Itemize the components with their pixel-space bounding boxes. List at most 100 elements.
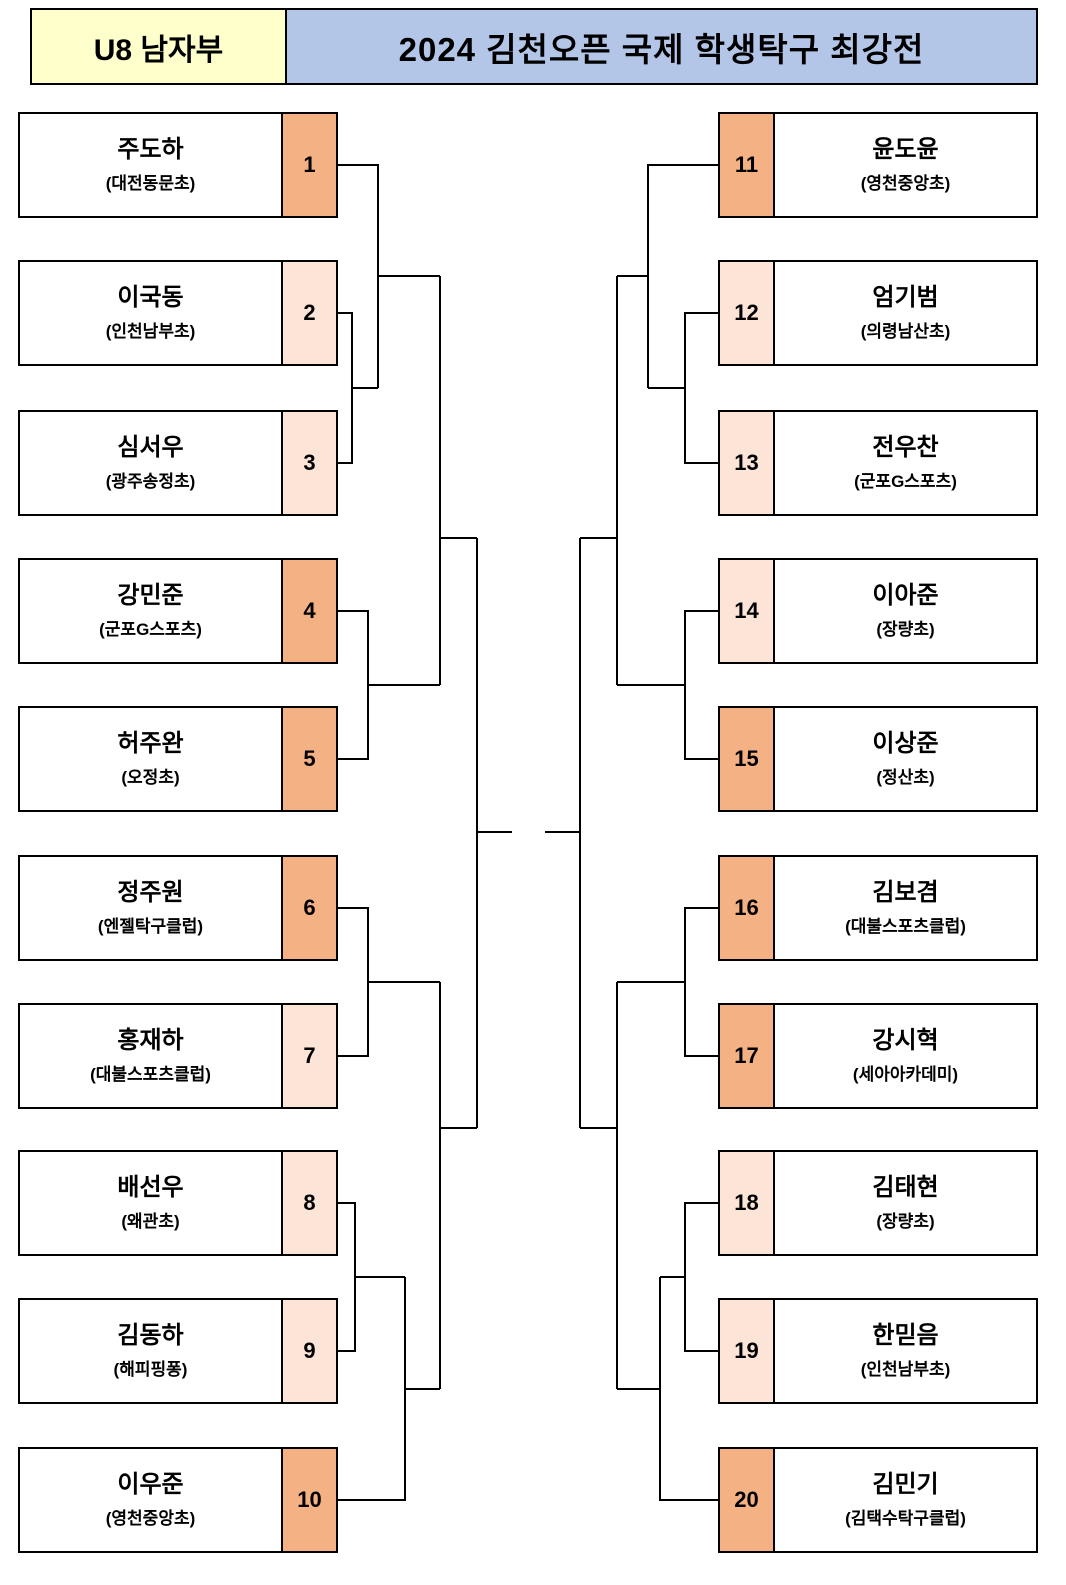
player-name: 정주원 [117, 879, 184, 906]
seed-badge: 14 [720, 560, 775, 662]
seed-badge: 15 [720, 708, 775, 810]
bracket-entry: 11 윤도윤 (영천중앙초) [718, 112, 1038, 218]
player-name: 한믿음 [872, 1322, 939, 1349]
player-school: (인천남부초) [105, 322, 196, 341]
player-school: (의령남산초) [860, 322, 951, 341]
player-cell: 허주완 (오정초) [20, 708, 281, 810]
player-name: 김동하 [117, 1322, 184, 1349]
player-cell: 김동하 (해피핑퐁) [20, 1300, 281, 1402]
bracket-entry: 이우준 (영천중앙초) 10 [18, 1447, 338, 1553]
player-cell: 한믿음 (인천남부초) [775, 1300, 1036, 1402]
player-name: 심서우 [117, 434, 184, 461]
bracket-entry: 정주원 (엔젤탁구클럽) 6 [18, 855, 338, 961]
player-school: (왜관초) [121, 1212, 180, 1231]
player-cell: 이국동 (인천남부초) [20, 262, 281, 364]
bracket-entry: 15 이상준 (정산초) [718, 706, 1038, 812]
player-school: (대불스포츠클럽) [845, 917, 966, 936]
player-cell: 강민준 (군포G스포츠) [20, 560, 281, 662]
player-name: 강시혁 [872, 1027, 939, 1054]
seed-badge: 6 [281, 857, 336, 959]
seed-badge: 19 [720, 1300, 775, 1402]
player-school: (장량초) [876, 1212, 935, 1231]
seed-badge: 3 [281, 412, 336, 514]
bracket-entry: 12 엄기범 (의령남산초) [718, 260, 1038, 366]
bracket-entry: 18 김태현 (장량초) [718, 1150, 1038, 1256]
header-bar: U8 남자부 2024 김천오픈 국제 학생탁구 최강전 [30, 8, 1038, 85]
title-banner: 2024 김천오픈 국제 학생탁구 최강전 [287, 10, 1036, 83]
seed-badge: 4 [281, 560, 336, 662]
seed-badge: 16 [720, 857, 775, 959]
bracket-entry: 허주완 (오정초) 5 [18, 706, 338, 812]
player-name: 배선우 [117, 1174, 184, 1201]
player-name: 윤도윤 [872, 136, 939, 163]
player-name: 허주완 [117, 730, 184, 757]
player-cell: 김보겸 (대불스포츠클럽) [775, 857, 1036, 959]
player-cell: 홍재하 (대불스포츠클럽) [20, 1005, 281, 1107]
bracket-entry: 20 김민기 (김택수탁구클럽) [718, 1447, 1038, 1553]
seed-badge: 2 [281, 262, 336, 364]
player-cell: 김태현 (장량초) [775, 1152, 1036, 1254]
player-cell: 강시혁 (세아아카데미) [775, 1005, 1036, 1107]
bracket-entry: 19 한믿음 (인천남부초) [718, 1298, 1038, 1404]
player-school: (군포G스포츠) [99, 620, 202, 639]
player-cell: 주도하 (대전동문초) [20, 114, 281, 216]
seed-badge: 8 [281, 1152, 336, 1254]
player-cell: 이상준 (정산초) [775, 708, 1036, 810]
player-school: (해피핑퐁) [113, 1360, 188, 1379]
player-school: (오정초) [121, 768, 180, 787]
seed-badge: 11 [720, 114, 775, 216]
seed-badge: 7 [281, 1005, 336, 1107]
bracket-entry: 13 전우찬 (군포G스포츠) [718, 410, 1038, 516]
player-cell: 이아준 (장량초) [775, 560, 1036, 662]
player-cell: 배선우 (왜관초) [20, 1152, 281, 1254]
player-school: (대불스포츠클럽) [90, 1065, 211, 1084]
seed-badge: 9 [281, 1300, 336, 1402]
player-cell: 윤도윤 (영천중앙초) [775, 114, 1036, 216]
player-cell: 김민기 (김택수탁구클럽) [775, 1449, 1036, 1551]
player-name: 김민기 [872, 1471, 939, 1498]
seed-badge: 12 [720, 262, 775, 364]
player-name: 김보겸 [872, 879, 939, 906]
player-name: 이상준 [872, 730, 939, 757]
player-cell: 이우준 (영천중앙초) [20, 1449, 281, 1551]
player-school: (광주송정초) [105, 472, 196, 491]
bracket-entry: 이국동 (인천남부초) 2 [18, 260, 338, 366]
player-school: (인천남부초) [860, 1360, 951, 1379]
player-cell: 엄기범 (의령남산초) [775, 262, 1036, 364]
bracket-entry: 강민준 (군포G스포츠) 4 [18, 558, 338, 664]
player-school: (김택수탁구클럽) [845, 1509, 966, 1528]
player-cell: 전우찬 (군포G스포츠) [775, 412, 1036, 514]
seed-badge: 20 [720, 1449, 775, 1551]
player-name: 이아준 [872, 582, 939, 609]
player-name: 김태현 [872, 1174, 939, 1201]
bracket-entry: 홍재하 (대불스포츠클럽) 7 [18, 1003, 338, 1109]
bracket-entry: 16 김보겸 (대불스포츠클럽) [718, 855, 1038, 961]
player-name: 홍재하 [117, 1027, 184, 1054]
player-school: (엔젤탁구클럽) [97, 917, 204, 936]
player-school: (장량초) [876, 620, 935, 639]
seed-badge: 18 [720, 1152, 775, 1254]
bracket-entry: 14 이아준 (장량초) [718, 558, 1038, 664]
player-school: (군포G스포츠) [854, 472, 957, 491]
bracket-entry: 심서우 (광주송정초) 3 [18, 410, 338, 516]
player-cell: 심서우 (광주송정초) [20, 412, 281, 514]
bracket-entry: 17 강시혁 (세아아카데미) [718, 1003, 1038, 1109]
seed-badge: 17 [720, 1005, 775, 1107]
bracket-entry: 김동하 (해피핑퐁) 9 [18, 1298, 338, 1404]
player-school: (정산초) [876, 768, 935, 787]
bracket-entry: 주도하 (대전동문초) 1 [18, 112, 338, 218]
seed-badge: 13 [720, 412, 775, 514]
player-school: (세아아카데미) [852, 1065, 959, 1084]
player-name: 전우찬 [872, 434, 939, 461]
division-badge: U8 남자부 [32, 10, 287, 83]
bracket-entry: 배선우 (왜관초) 8 [18, 1150, 338, 1256]
player-name: 이우준 [117, 1471, 184, 1498]
player-name: 주도하 [117, 136, 184, 163]
player-name: 강민준 [117, 582, 184, 609]
player-school: (영천중앙초) [860, 174, 951, 193]
seed-badge: 10 [281, 1449, 336, 1551]
player-cell: 정주원 (엔젤탁구클럽) [20, 857, 281, 959]
seed-badge: 5 [281, 708, 336, 810]
player-name: 이국동 [117, 284, 184, 311]
